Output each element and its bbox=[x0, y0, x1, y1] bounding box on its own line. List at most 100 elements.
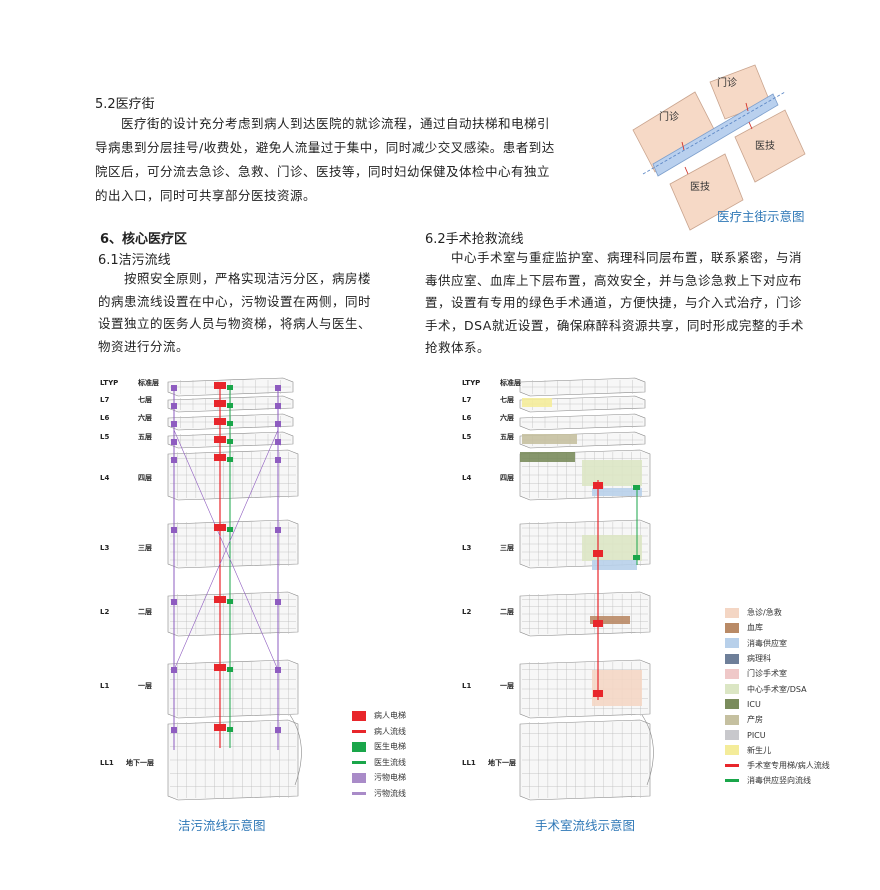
legend-item: 急诊/急救 bbox=[725, 605, 830, 620]
floor-code: L4 bbox=[100, 474, 110, 482]
surgery-flow-diagram bbox=[519, 377, 654, 801]
floor-name: 一层 bbox=[500, 682, 514, 690]
floor-name: 六层 bbox=[500, 414, 514, 422]
legend-swatch bbox=[352, 772, 366, 783]
paragraph-line: 中心手术室与重症监护室、病理科同层布置，联系紧密，与消 bbox=[451, 250, 803, 265]
floor-code: L6 bbox=[462, 414, 472, 422]
patient-elevator bbox=[214, 724, 226, 731]
doctor-elevator bbox=[227, 421, 233, 426]
legend-item: 中心手术室/DSA bbox=[725, 681, 830, 696]
legend-label: 病人电梯 bbox=[374, 711, 406, 721]
floor-name: 地下一层 bbox=[126, 759, 154, 767]
legend-swatch bbox=[725, 607, 739, 618]
floor-name: 三层 bbox=[138, 544, 152, 552]
surgery-elevator bbox=[593, 690, 603, 697]
dirty-elevator bbox=[171, 727, 177, 733]
doctor-elevator bbox=[227, 457, 233, 462]
patient-elevator bbox=[214, 382, 226, 389]
block-label: 门诊 bbox=[717, 76, 737, 89]
doctor-elevator bbox=[227, 403, 233, 408]
floor-code: L5 bbox=[462, 433, 472, 441]
legend-swatch bbox=[725, 730, 739, 741]
block-label: 门诊 bbox=[659, 110, 679, 123]
legend-item: 污物流线 bbox=[352, 786, 406, 802]
doctor-elevator bbox=[227, 667, 233, 672]
floor-label: L5 五层 bbox=[462, 432, 514, 442]
legend-swatch bbox=[725, 764, 739, 768]
legend-swatch bbox=[725, 714, 739, 725]
paragraph-line: 手术，DSA就近设置，确保麻醉科资源共享，同时形成完整的手术 bbox=[425, 317, 804, 333]
paragraph-line: 置，设置有专用的绿色手术通道，方便快捷，与介入式治疗，门诊 bbox=[425, 295, 803, 310]
legend-label: 病人流线 bbox=[374, 726, 406, 736]
paragraph-line: 毒供应室、血库上下层布置，高效安全，并与急诊急救上下对应布 bbox=[425, 272, 803, 288]
floor-label: L7 七层 bbox=[462, 395, 514, 405]
zone bbox=[522, 434, 577, 444]
paragraph-line: 医疗街的设计充分考虑到病人到达医院的就诊流程，通过自动扶梯和电梯引 bbox=[121, 116, 551, 131]
paragraph-line: 导病患到分层挂号/收费处，避免人流量过于集中，同时减少交叉感染。患者到达 bbox=[95, 140, 555, 155]
dirty-elevator bbox=[171, 421, 177, 427]
legend-label: 产房 bbox=[747, 715, 763, 725]
legend-swatch bbox=[725, 779, 739, 783]
dirty-elevator bbox=[171, 403, 177, 409]
doctor-elevator bbox=[227, 439, 233, 444]
paragraph-line: 的病患流线设置在中心，污物设置在两侧，同时 bbox=[98, 293, 372, 309]
block-medtech-right bbox=[734, 109, 806, 183]
section-5-2-paragraph: 医疗街的设计充分考虑到病人到达医院的就诊流程，通过自动扶梯和电梯引导病患到分层挂… bbox=[95, 112, 555, 208]
dirty-elevator bbox=[275, 439, 281, 445]
floor-name: 一层 bbox=[138, 682, 152, 690]
legend-item: 医生电梯 bbox=[352, 739, 406, 755]
dirty-elevator bbox=[171, 439, 177, 445]
zone bbox=[590, 616, 630, 624]
surgery-elevator bbox=[593, 620, 603, 627]
legend-label: 污物电梯 bbox=[374, 773, 406, 783]
floor-code: L1 bbox=[462, 682, 472, 690]
street-diagram-caption: 医疗主街示意图 bbox=[717, 209, 805, 224]
legend-item: 消毒供应竖向流线 bbox=[725, 773, 830, 788]
legend-label: 中心手术室/DSA bbox=[747, 684, 807, 694]
zone bbox=[592, 488, 642, 496]
section-6-title: 6、核心医疗区 bbox=[100, 232, 188, 247]
legend-swatch bbox=[352, 741, 366, 752]
surgery-elevator bbox=[593, 482, 603, 489]
patient-elevator bbox=[214, 664, 226, 671]
block-label: 医技 bbox=[690, 180, 710, 193]
dirty-elevator bbox=[171, 527, 177, 533]
legend-label: PICU bbox=[747, 730, 766, 740]
medical-street-corridor bbox=[652, 93, 779, 177]
legend-swatch bbox=[725, 684, 739, 695]
floor-code: L3 bbox=[462, 544, 472, 552]
patient-elevator bbox=[214, 596, 226, 603]
zone bbox=[520, 452, 575, 462]
floor-code: L7 bbox=[462, 396, 472, 404]
legend-item: 消毒供应室 bbox=[725, 636, 830, 651]
floor-name: 七层 bbox=[500, 396, 514, 404]
dirty-elevator bbox=[275, 385, 281, 391]
section-6-2-title: 6.2手术抢救流线 bbox=[425, 232, 524, 247]
floor-name: 四层 bbox=[138, 474, 152, 482]
floor-label: L4 四层 bbox=[100, 473, 152, 483]
dirty-elevator bbox=[275, 421, 281, 427]
legend-swatch bbox=[725, 653, 739, 664]
floor-code: L2 bbox=[462, 608, 472, 616]
dirty-elevator bbox=[171, 667, 177, 673]
patient-elevator bbox=[214, 454, 226, 461]
legend-label: 消毒供应竖向流线 bbox=[747, 776, 811, 786]
floor-name: 五层 bbox=[500, 433, 514, 441]
paragraph-line: 按照安全原则，严格实现洁污分区，病房楼 bbox=[124, 271, 372, 286]
legend-swatch bbox=[725, 622, 739, 633]
doctor-elevator bbox=[227, 527, 233, 532]
legend-label: 污物流线 bbox=[374, 788, 406, 798]
doctor-elevator bbox=[227, 727, 233, 732]
floor-code: L5 bbox=[100, 433, 110, 441]
dirty-elevator bbox=[275, 457, 281, 463]
section-5-2-title: 5.2医疗街 bbox=[95, 97, 155, 112]
legend-item: 手术室专用梯/病人流线 bbox=[725, 758, 830, 773]
legend-label: 急诊/急救 bbox=[747, 608, 782, 618]
floor-name: 二层 bbox=[138, 608, 152, 616]
